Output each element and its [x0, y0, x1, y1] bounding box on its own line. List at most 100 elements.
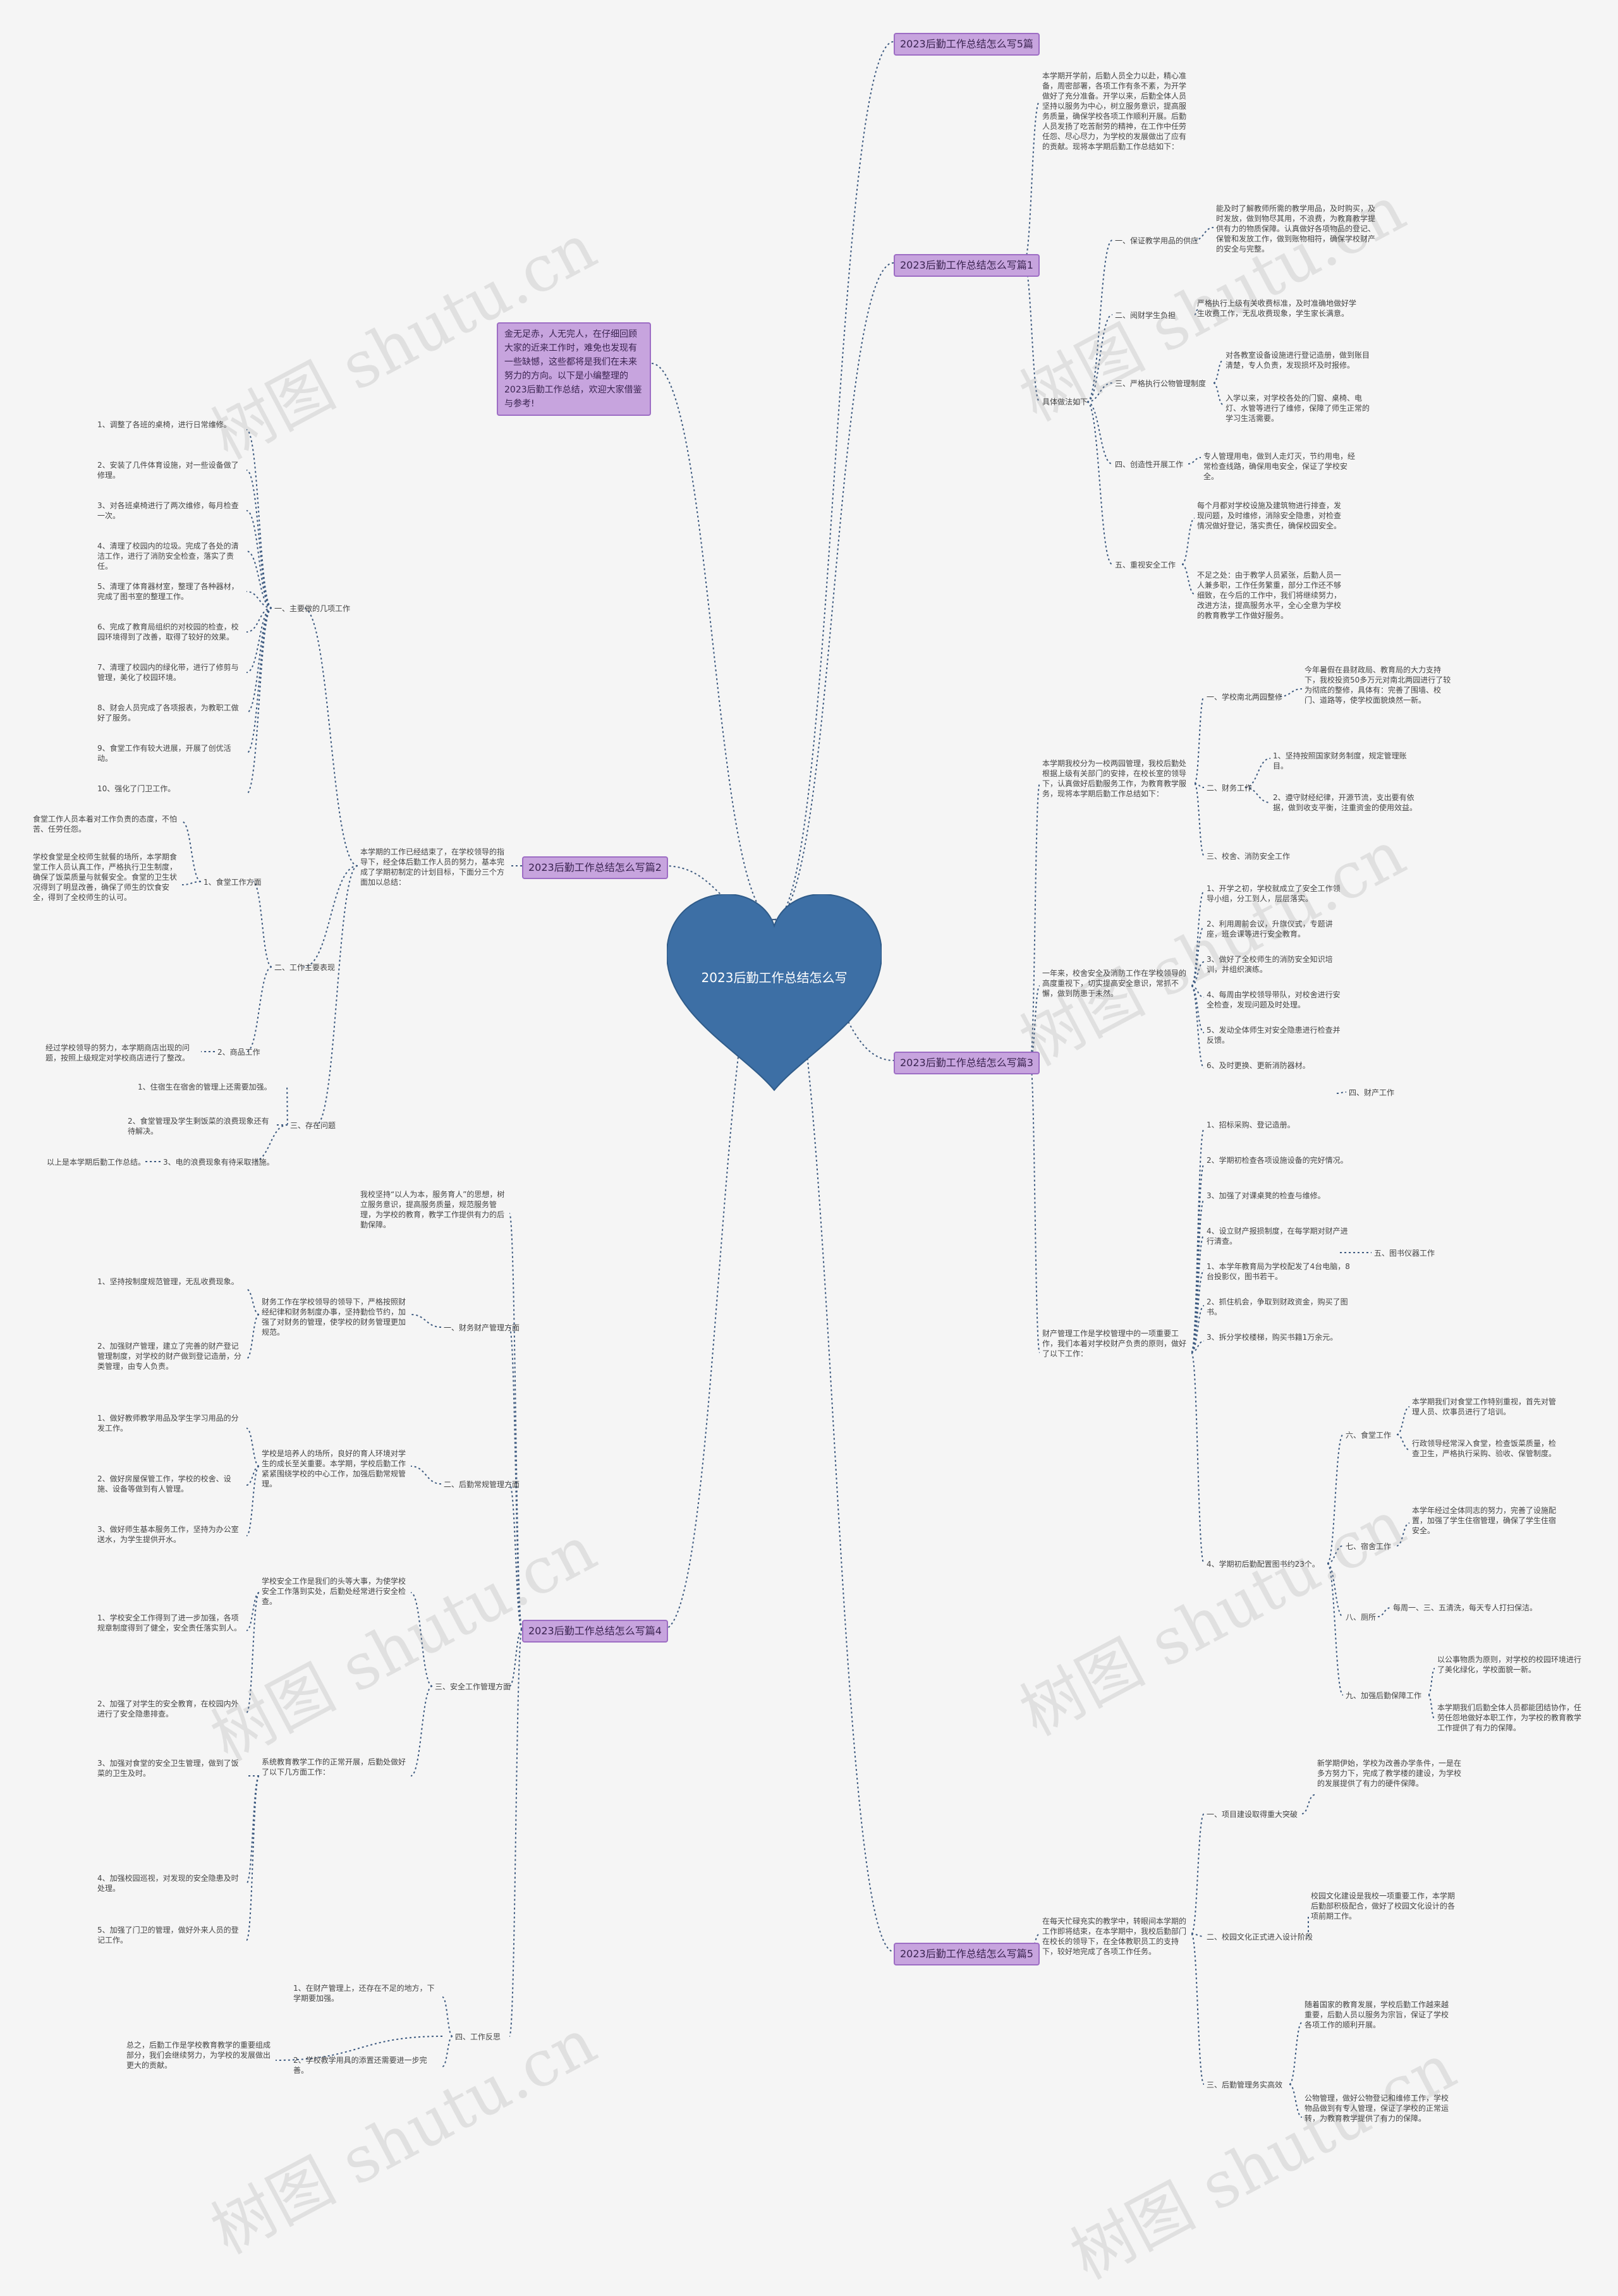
article4-s1a: 1、坚持按制度规范管理，无乱收费现象。	[97, 1277, 239, 1286]
article3-s2a: 1、坚持按照国家财务制度，规定管理账目。	[1273, 751, 1407, 770]
article4-s1-text: 财务工作在学校领导的领导下，严格按照财经纪律和财务制度办事，坚持勤俭节约，加强了…	[262, 1297, 406, 1337]
article3-property-item: 2、抓住机会，争取到财政资金，购买了图书。	[1207, 1297, 1348, 1316]
article2-s3: 三、存在问题	[290, 1121, 336, 1130]
article4-s1b: 2、加强财产管理，建立了完善的财产登记管理制度，对学校的财产做到登记造册，分类管…	[97, 1342, 242, 1371]
article2-item: 9、食堂工作有较大进展，开展了创优活动。	[97, 744, 231, 763]
article1-s4-text: 专人管理用电，做到人走灯灭，节约用电，经常检查线路，确保用电安全，保证了学校安全…	[1203, 452, 1356, 481]
branch-article-1[interactable]: 2023后勤工作总结怎么写篇1	[894, 254, 1040, 277]
article4-s1: 一、财务财产管理方面	[444, 1323, 520, 1332]
article1-method-label: 具体做法如下	[1042, 398, 1088, 406]
article3-safety-item: 1、开学之初，学校就成立了安全工作领导小组，分工到人，层层落实。	[1207, 884, 1341, 903]
branch-article-4[interactable]: 2023后勤工作总结怎么写篇4	[522, 1620, 668, 1643]
article3-safety-item: 4、每周由学校领导带队，对校舍进行安全检查，发现问题及时处理。	[1207, 990, 1341, 1009]
article1-s5a: 每个月都对学校设施及建筑物进行排查，发现问题，及时维修，消除安全隐患，对检查情况…	[1197, 501, 1342, 530]
article5-intro: 在每天忙碌充实的教学中，转眼间本学期的工作即将结束，在本学期中，我校后勤部门在校…	[1042, 1917, 1187, 1956]
article3-property-item: 1、招标采购、登记造册。	[1207, 1121, 1295, 1129]
article5-s2-text: 校园文化建设是我校一项重要工作，本学期后勤部积极配合，做好了校园文化设计的各项前…	[1311, 1892, 1456, 1921]
article2-s22: 2、商品工作	[217, 1048, 260, 1057]
article1-s3: 三、严格执行公物管理制度	[1115, 379, 1207, 388]
article4-s2: 二、后勤常规管理方面	[444, 1480, 520, 1489]
article4-s4b: 2、学校教学用具的添置还需要进一步完善。	[293, 2056, 427, 2075]
article3-s6b: 行政领导经常深入食堂，检查饭菜质量，检查卫生，严格执行采购、验收、保管制度。	[1412, 1439, 1557, 1458]
article3-s3: 三、校舍、消防安全工作	[1207, 852, 1291, 861]
article3-property-item: 1、本学年教育局为学校配发了4台电脑，8台投影仪，图书若干。	[1207, 1262, 1350, 1281]
article3-s4: 五、图书仪器工作	[1374, 1249, 1435, 1258]
article4-s4a: 1、在财产管理上，还存在不足的地方，下学期要加强。	[293, 1984, 435, 2003]
article2-summary: 以上是本学期后勤工作总结。	[47, 1158, 146, 1167]
article1-intro: 本学期开学前，后勤人员全力以赴，精心准备，周密部署，各项工作有条不紊，为开学做好…	[1042, 71, 1187, 151]
article4-s3b: 2、加强了对学生的安全教育，在校园内外进行了安全隐患排查。	[97, 1699, 239, 1718]
article3-property-label: 四、财产工作	[1349, 1088, 1395, 1097]
article2-item: 4、清理了校园内的垃圾。完成了各处的清洁工作，进行了消防安全检查，落实了责任。	[97, 542, 239, 571]
article3-s3-text: 一年来，校舍安全及消防工作在学校领导的高度重视下，切实提高安全意识，常抓不懈，做…	[1042, 969, 1187, 998]
central-heart-node[interactable]	[667, 894, 882, 1096]
article2-item: 2、安装了几件体育设施，对一些设备做了修理。	[97, 461, 239, 480]
article2-item: 7、清理了校园内的绿化带，进行了修剪与管理，美化了校园环境。	[97, 663, 239, 682]
article3-property-item: 4、设立财产报损制度，在每学期对财产进行清查。	[1207, 1227, 1348, 1246]
article2-item: 1、调整了各班的桌椅，进行日常维修。	[97, 420, 231, 429]
article3-s9b: 本学期我们后勤全体人员都能团结协作，任劳任怨地做好本职工作，为学校的教育教学工作…	[1437, 1703, 1582, 1732]
central-title: 2023后勤工作总结怎么写	[701, 970, 848, 985]
article4-s3d: 4、加强校园巡视，对发现的安全隐患及时处理。	[97, 1874, 239, 1893]
article3-safety-item: 3、做好了全校师生的消防安全知识培训，并组织演练。	[1207, 955, 1333, 974]
article2-s21a: 食堂工作人员本着对工作负责的态度，不怕苦、任劳任怨。	[33, 815, 178, 834]
article3-property-item: 2、学期初检查各项设施设备的完好情况。	[1207, 1156, 1348, 1165]
article1-s1: 一、保证教学用品的供应	[1115, 236, 1199, 245]
article4-s3-text: 学校安全工作是我们的头等大事，为使学校安全工作落到实处，后勤处经常进行安全检查。	[262, 1577, 406, 1606]
article2-s21: 1、食堂工作方面	[204, 878, 262, 887]
article4-s3a: 1、学校安全工作得到了进一步加强，各项规章制度得到了健全，安全责任落实到人。	[97, 1613, 242, 1632]
article2-s1: 一、主要做的几项工作	[274, 604, 351, 613]
article3-safety-item: 6、及时更换、更新消防器材。	[1207, 1061, 1310, 1070]
article3-property-item: 3、加强了对课桌凳的检查与维修。	[1207, 1191, 1325, 1200]
article2-item: 3、对各班桌椅进行了两次维修，每月检查一次。	[97, 501, 239, 520]
branch-article-2[interactable]: 2023后勤工作总结怎么写篇2	[522, 856, 668, 879]
article3-s6a: 本学期我们对食堂工作特别重视，首先对管理人员、炊事员进行了培训。	[1412, 1397, 1557, 1416]
article3-s1: 一、学校南北两园整修	[1207, 693, 1283, 702]
article5-s2: 二、校园文化正式进入设计阶段	[1207, 1933, 1313, 1941]
article1-s5: 五、重视安全工作	[1115, 561, 1176, 569]
branch-summary-5[interactable]: 2023后勤工作总结怎么写5篇	[894, 33, 1040, 56]
article1-s3b: 入学以来，对学校各处的门窗、桌椅、电灯、水管等进行了维修，保障了师生正常的学习生…	[1226, 394, 1370, 423]
article2-item: 8、财会人员完成了各项报表，为教职工做好了服务。	[97, 703, 239, 722]
article4-s2-text: 学校是培养人的场所，良好的育人环境对学生的成长至关重要。本学期，学校后勤工作紧紧…	[262, 1449, 406, 1488]
article4-s2b: 2、做好房屋保管工作，学校的校舍、设施、设备等做到有人管理。	[97, 1474, 231, 1493]
article4-s3c: 3、加强对食堂的安全卫生管理，做到了饭菜的卫生及时。	[97, 1759, 239, 1778]
article1-s1-text: 能及时了解教师所需的教学用品，及时购买，及时发放，做到物尽其用，不浪费，为教育教…	[1216, 204, 1376, 253]
article5-s1: 一、项目建设取得重大突破	[1207, 1810, 1298, 1819]
article2-s22-text: 经过学校领导的努力，本学期商店出现的问题，按照上级规定对学校商店进行了整改。	[46, 1043, 190, 1062]
article3-s2b: 2、遵守财经纪律，开源节流，支出要有依据，做到收支平衡，注重资金的使用效益。	[1273, 793, 1418, 812]
article2-s2: 二、工作主要表现	[274, 963, 336, 972]
intro-note: 金无足赤，人无完人，在仔细回顾大家的近来工作时，难免也发现有一些缺憾，这些都将是…	[497, 322, 651, 416]
article2-s21b: 学校食堂是全校师生就餐的场所，本学期食堂工作人员认真工作，严格执行卫生制度，确保…	[33, 853, 178, 902]
article3-s8-text: 每周一、三、五清洗，每天专人打扫保洁。	[1393, 1603, 1538, 1612]
article3-s4-intro: 财产管理工作是学校管理中的一项重要工作，我们本着对学校财产负责的原则，做好了以下…	[1042, 1329, 1187, 1358]
article2-s31: 1、住宿生在宿舍的管理上还需要加强。	[138, 1083, 272, 1091]
article3-safety-item: 5、发动全体师生对安全隐患进行检查并反馈。	[1207, 1026, 1341, 1045]
article3-s7: 七、宿舍工作	[1346, 1542, 1392, 1551]
article2-item: 5、清理了体育器材室，整理了各种器材，完成了图书室的整理工作。	[97, 582, 239, 601]
article3-property-item: 3、拆分学校楼梯，购买书籍1万余元。	[1207, 1333, 1338, 1342]
article2-s33: 3、电的浪费现象有待采取措施。	[163, 1158, 274, 1167]
article2-s32: 2、食堂管理及学生剩饭菜的浪费现象还有待解决。	[128, 1117, 269, 1136]
connector-lines	[145, 41, 1435, 2118]
article1-s2: 二、阅财学生负担	[1115, 311, 1176, 320]
article4-s2a: 1、做好教师教学用品及学生学习用品的分发工作。	[97, 1414, 239, 1433]
article1-s3a: 对各教室设备设施进行登记造册，做到账目清楚，专人负责，发现损坏及时报修。	[1226, 351, 1370, 370]
article2-item: 6、完成了教育局组织的对校园的检查，校园环境得到了改善，取得了较好的效果。	[97, 623, 239, 641]
article3-s5: 4、学期初后勤配置图书约23个。	[1207, 1560, 1320, 1569]
article4-intro: 我校坚持“以人为本，服务育人”的思想，树立服务意识，提高服务质量，规范服务管理，…	[360, 1190, 505, 1229]
article5-s1-text: 新学期伊始，学校为改善办学条件，一是在多方努力下，完成了教学楼的建设，为学校的发…	[1317, 1759, 1462, 1788]
article2-item: 10、强化了门卫工作。	[97, 784, 176, 793]
article3-s1-text: 今年暑假在县财政局、教育局的大力支持下，我校投资50多万元对南北两园进行了较为彻…	[1305, 665, 1451, 705]
branch-article-5[interactable]: 2023后勤工作总结怎么写篇5	[894, 1943, 1040, 1965]
article3-s8: 八、厕所	[1346, 1613, 1377, 1622]
article5-s3b: 公物管理，做好公物登记和维修工作，学校物品做到有专人管理，保证了学校的正常运转，…	[1305, 2094, 1449, 2123]
article4-s4c: 总之，后勤工作是学校教育教学的重要组成部分，我们会继续努力，为学校的发展做出更大…	[126, 2041, 271, 2070]
article1-s5b: 不足之处：由于教学人员紧张，后勤人员一人兼多职，工作任务繁重，部分工作还不够细致…	[1197, 571, 1342, 620]
article3-s9: 九、加强后勤保障工作	[1346, 1691, 1422, 1700]
article3-s2: 二、财务工作	[1207, 784, 1253, 793]
article4-s4: 四、工作反思	[455, 2032, 501, 2041]
article4-s3f: 系统教育教学工作的正常开展，后勤处做好了以下几方面工作：	[262, 1758, 406, 1777]
branch-article-3[interactable]: 2023后勤工作总结怎么写篇3	[894, 1052, 1040, 1074]
article4-s2c: 3、做好师生基本服务工作，坚持为办公室送水，为学生提供开水。	[97, 1525, 239, 1544]
